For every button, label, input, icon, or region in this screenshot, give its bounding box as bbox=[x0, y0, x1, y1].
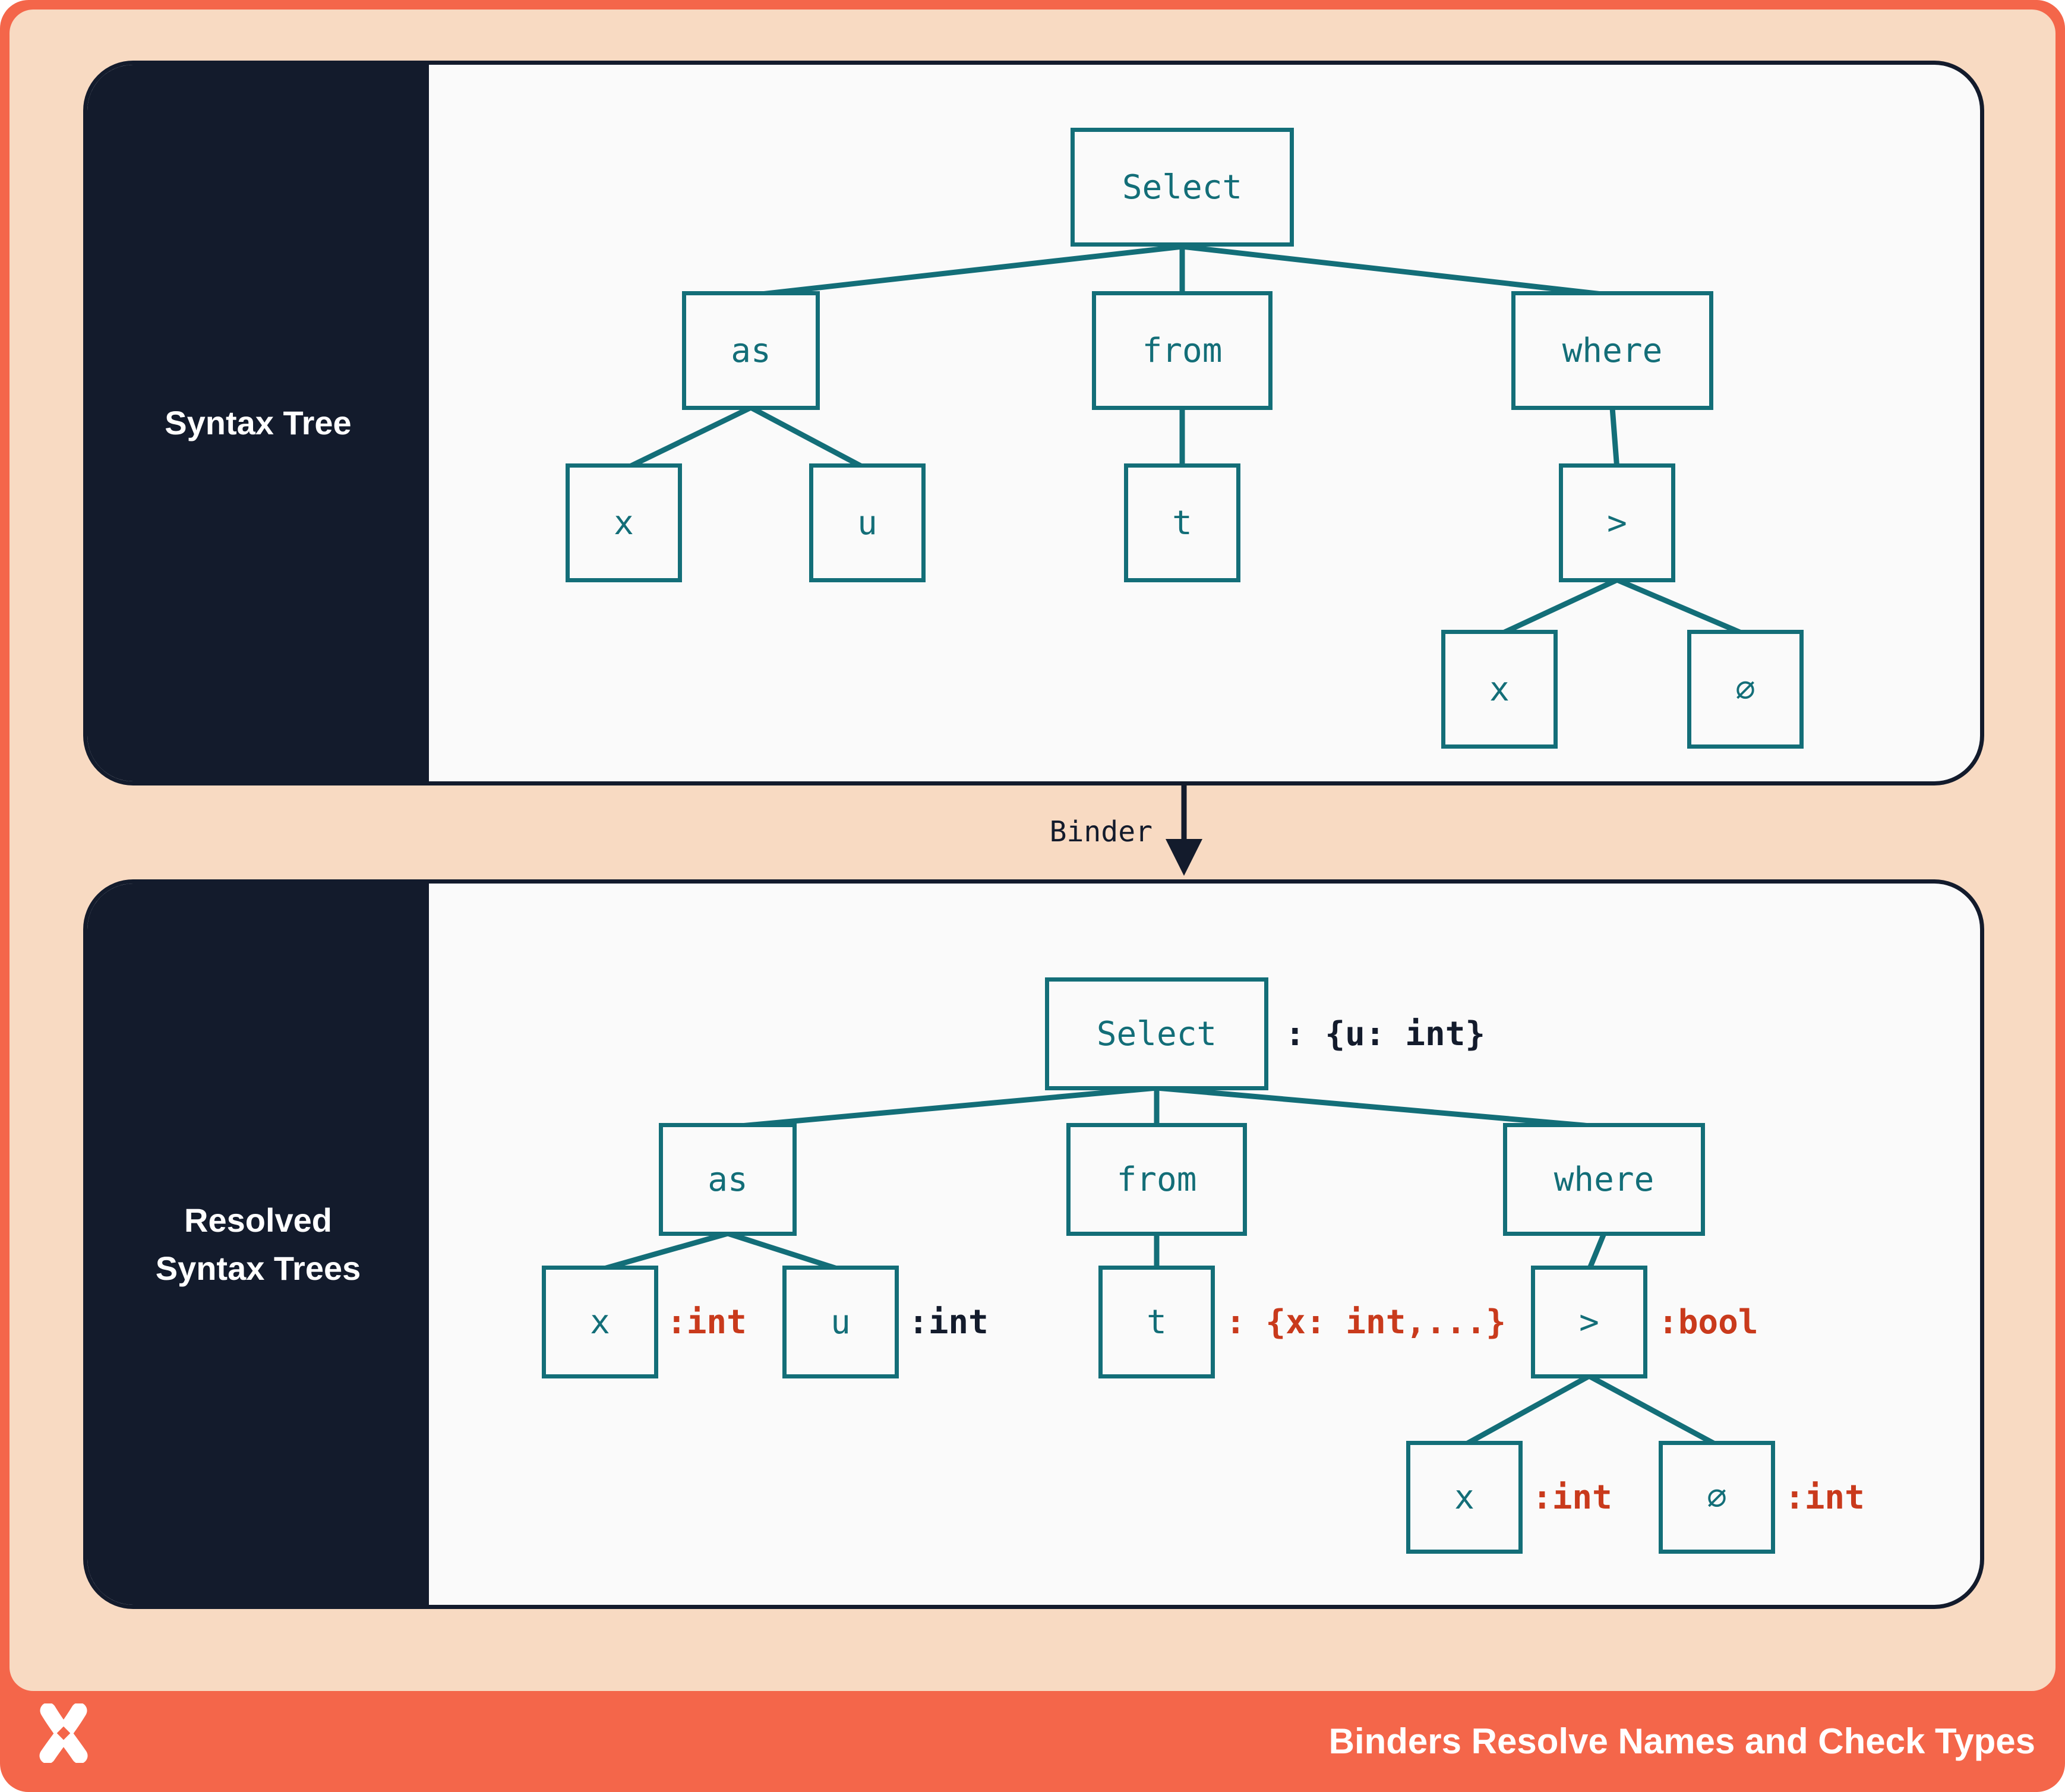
type-annotation-select: : {u: int} bbox=[1285, 1014, 1486, 1053]
bottom-node-zero: ∅ bbox=[1659, 1441, 1775, 1554]
top-node-zero: ∅ bbox=[1687, 630, 1804, 749]
bottom-node-select: Select bbox=[1045, 977, 1268, 1090]
resolved-label-line1: Resolved bbox=[184, 1201, 332, 1239]
top-node-u: u bbox=[809, 463, 926, 582]
type-annotation-t: : {x: int,...} bbox=[1226, 1302, 1507, 1342]
top-node-x1: x bbox=[566, 463, 682, 582]
top-node-select: Select bbox=[1071, 128, 1294, 247]
type-annotation-x1: :int bbox=[667, 1302, 747, 1342]
syntax-tree-label: Syntax Tree bbox=[165, 404, 352, 442]
type-annotation-gt: :bool bbox=[1658, 1302, 1758, 1342]
type-annotation-u: :int bbox=[908, 1302, 989, 1342]
footer-title: Binders Resolve Names and Check Types bbox=[1328, 1721, 2035, 1761]
x-mark-logo-icon bbox=[39, 1703, 88, 1763]
type-annotation-x2: :int bbox=[1532, 1478, 1612, 1517]
top-node-as: as bbox=[682, 291, 820, 410]
bottom-node-x2: x bbox=[1406, 1441, 1523, 1554]
resolved-syntax-trees-sidebar: Resolved Syntax Trees bbox=[87, 884, 429, 1605]
top-node-from: from bbox=[1092, 291, 1273, 410]
syntax-tree-panel: Syntax Tree bbox=[83, 61, 1984, 785]
syntax-tree-sidebar: Syntax Tree bbox=[87, 65, 429, 781]
bottom-node-as: as bbox=[659, 1123, 797, 1236]
bottom-node-from: from bbox=[1066, 1123, 1247, 1236]
binder-label: Binder bbox=[1049, 815, 1153, 848]
resolved-label-line2: Syntax Trees bbox=[155, 1250, 361, 1287]
type-annotation-zero: :int bbox=[1785, 1478, 1865, 1517]
bottom-node-where: where bbox=[1503, 1123, 1705, 1236]
top-node-x2: x bbox=[1441, 630, 1558, 749]
bottom-node-x1: x bbox=[542, 1266, 658, 1378]
bottom-node-u: u bbox=[782, 1266, 899, 1378]
top-node-t: t bbox=[1124, 463, 1240, 582]
top-node-gt: > bbox=[1559, 463, 1675, 582]
bottom-node-gt: > bbox=[1531, 1266, 1647, 1378]
bottom-node-t: t bbox=[1098, 1266, 1215, 1378]
top-node-where: where bbox=[1511, 291, 1713, 410]
